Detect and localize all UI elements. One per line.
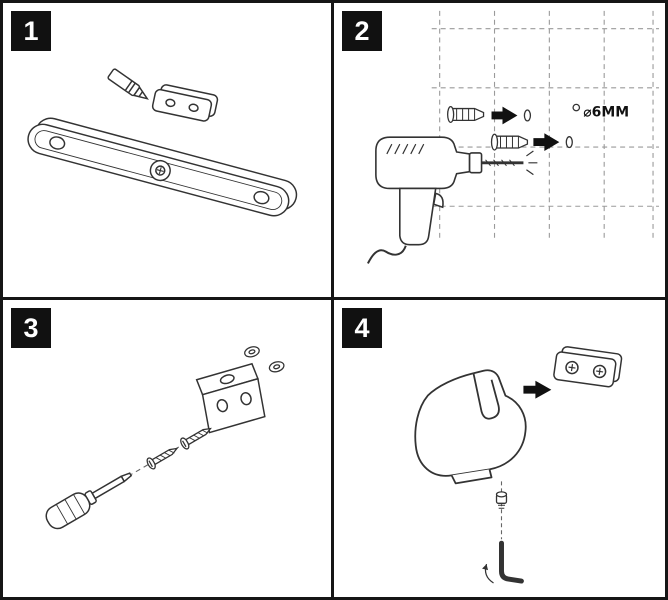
step-1-number: 1 bbox=[23, 15, 39, 46]
step-1-panel: 1 bbox=[3, 3, 334, 300]
set-screw bbox=[495, 491, 508, 509]
rotation-arrow bbox=[482, 563, 494, 584]
diameter-label: ⌀6MM bbox=[583, 105, 629, 121]
rail-and-pencil-illustration bbox=[27, 68, 298, 217]
hook-mounting-illustration bbox=[414, 346, 623, 584]
wall-plate bbox=[553, 346, 623, 388]
drill-vents bbox=[386, 143, 425, 155]
drill-hole-2 bbox=[565, 136, 573, 149]
plate-screw-right bbox=[592, 364, 607, 379]
drill-hole-1 bbox=[523, 109, 532, 122]
drill-impact-marks bbox=[526, 150, 538, 176]
labeled-hole bbox=[572, 103, 581, 112]
drill-wall-illustration: ⌀6MM bbox=[367, 10, 660, 264]
insert-arrow-2 bbox=[533, 133, 560, 151]
insert-arrow-1 bbox=[491, 106, 518, 125]
attach-arrow bbox=[523, 380, 552, 399]
wall-anchor-1 bbox=[447, 105, 485, 124]
hook-slot bbox=[472, 373, 500, 420]
step-2-panel: 2 bbox=[334, 3, 665, 300]
angle-bracket bbox=[195, 362, 266, 434]
hook bbox=[414, 369, 527, 485]
drill-cord bbox=[367, 245, 407, 264]
step-3-badge: 3 bbox=[11, 308, 51, 348]
step-3-panel: 3 bbox=[3, 300, 334, 597]
wall-anchor-2 bbox=[490, 133, 529, 151]
screw-1 bbox=[146, 447, 179, 470]
drill-trigger bbox=[432, 192, 444, 209]
step-2-number: 2 bbox=[354, 15, 370, 46]
rail-hole-left bbox=[49, 136, 66, 150]
mounting-plate bbox=[151, 84, 219, 122]
drill bbox=[367, 136, 538, 264]
step-4-badge: 4 bbox=[342, 308, 382, 348]
drill-chuck bbox=[468, 152, 483, 174]
rail-hole-right bbox=[253, 190, 270, 205]
step-4-panel: 4 bbox=[334, 300, 665, 597]
screwdriver-bracket-illustration bbox=[45, 346, 285, 530]
step-2-badge: 2 bbox=[342, 11, 382, 51]
washer-1 bbox=[244, 346, 260, 358]
hex-key-icon bbox=[499, 540, 524, 584]
plate-screw-left bbox=[565, 360, 579, 375]
hook-edge bbox=[450, 469, 493, 485]
step-4-number: 4 bbox=[354, 312, 370, 343]
rail bbox=[27, 117, 298, 217]
screwdriver bbox=[45, 472, 133, 530]
drill-handle bbox=[399, 187, 437, 246]
wall-grid bbox=[431, 10, 660, 242]
step-1-badge: 1 bbox=[11, 11, 51, 51]
screw-2 bbox=[180, 427, 212, 450]
step-3-number: 3 bbox=[23, 312, 39, 343]
pencil-icon bbox=[107, 68, 149, 100]
washer-2 bbox=[268, 361, 285, 373]
